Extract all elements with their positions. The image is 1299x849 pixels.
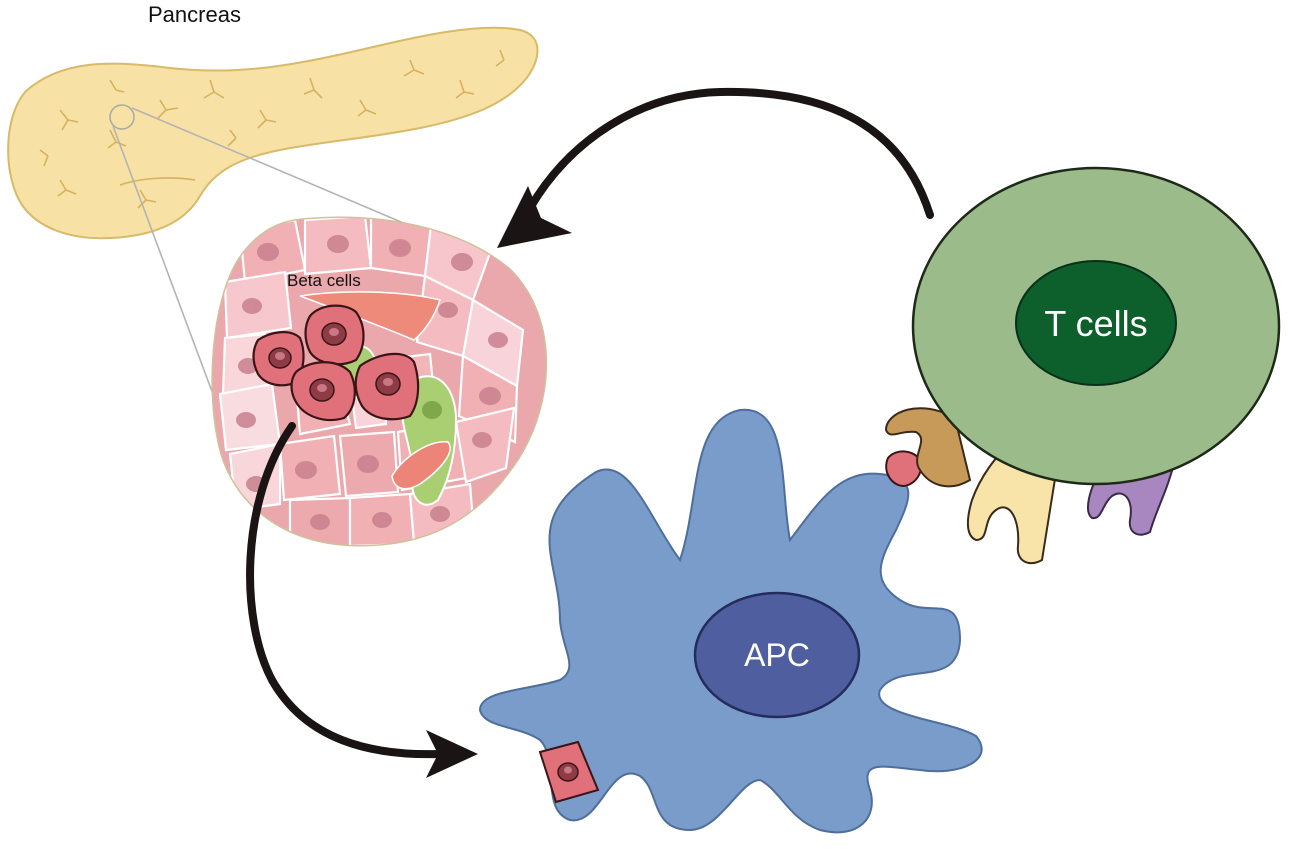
apc-nucleus [693, 591, 861, 719]
pancreas-lobule-lines [39, 49, 505, 209]
beta-cells-cluster [252, 304, 420, 422]
engulfed-beta-cell [538, 740, 600, 804]
beta-cells-label: Beta cells [287, 271, 361, 290]
arrow-islet-to-apc [246, 422, 478, 778]
apc-label: APC [744, 637, 810, 673]
t-cell: T cells [884, 166, 1281, 565]
receptor-tan [884, 407, 972, 488]
t-cells-label: T cells [1044, 303, 1147, 344]
apc-cell: APC [478, 408, 983, 834]
pancreas-zoom-circle [109, 104, 135, 130]
pancreas-label: Pancreas [148, 2, 241, 27]
antigen-fragment [885, 450, 922, 488]
arrowhead-apc [426, 730, 478, 778]
arrow-t-cells-to-islet [497, 87, 934, 248]
pancreas-organ [7, 26, 539, 240]
pancreas-shape [7, 26, 539, 240]
islet-of-langerhans [211, 216, 548, 547]
t-cell-nucleus [1015, 260, 1177, 386]
arrowhead-islet [497, 186, 572, 248]
